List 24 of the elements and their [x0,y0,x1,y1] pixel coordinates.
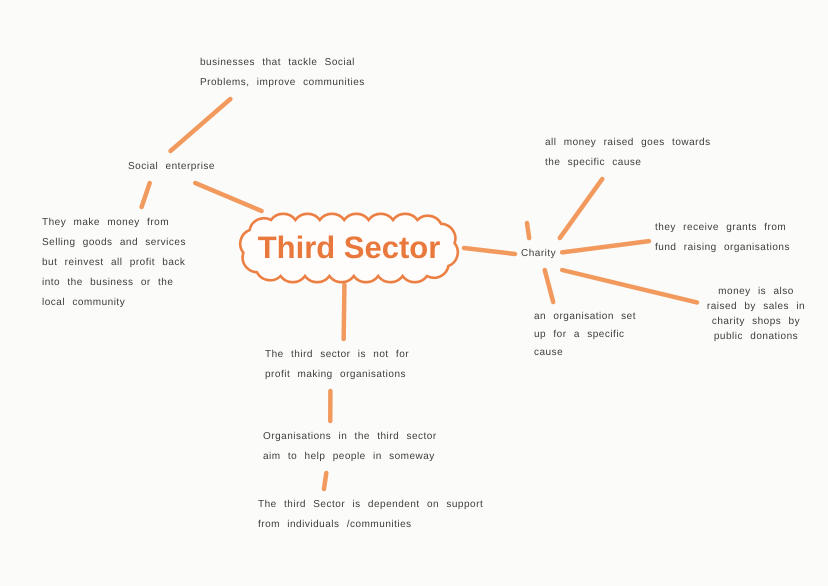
note-text: They make money from Selling goods and services but reinvest all profit back into the business or the local community [42,216,187,310]
note-text: an organisation set up for a specific cause [534,310,638,360]
note-text: The third sector is not for profit making organisations [265,348,410,382]
note-text: The third Sector is dependent on support from individuals /communities [258,498,484,532]
note-text: Organisations in the third sector aim to help people in someway [263,430,438,464]
connector-line [524,220,532,240]
topic-title: Third Sector [258,230,440,266]
connector-line [560,238,652,255]
connector-line [328,388,333,424]
note-text: money is also raised by sales in charity shops by public donations [706,285,806,344]
branch-topic-label: Charity [521,247,556,261]
connector-line [560,268,700,305]
connector-line [322,470,329,492]
branch-topic-label: Social enterprise [128,160,215,174]
note-text: businesses that tackle Social Problems, improve communities [200,56,366,90]
connector-line [341,282,347,342]
connector-line [168,96,233,154]
connector-line [193,180,264,214]
note-text: all money raised goes towards the specific cause [545,136,712,170]
connector-line [139,180,152,210]
connector-line [558,176,604,240]
connector-line [542,268,556,304]
note-text: they receive grants from fund raising organisations [655,221,791,255]
connector-line [462,246,518,256]
